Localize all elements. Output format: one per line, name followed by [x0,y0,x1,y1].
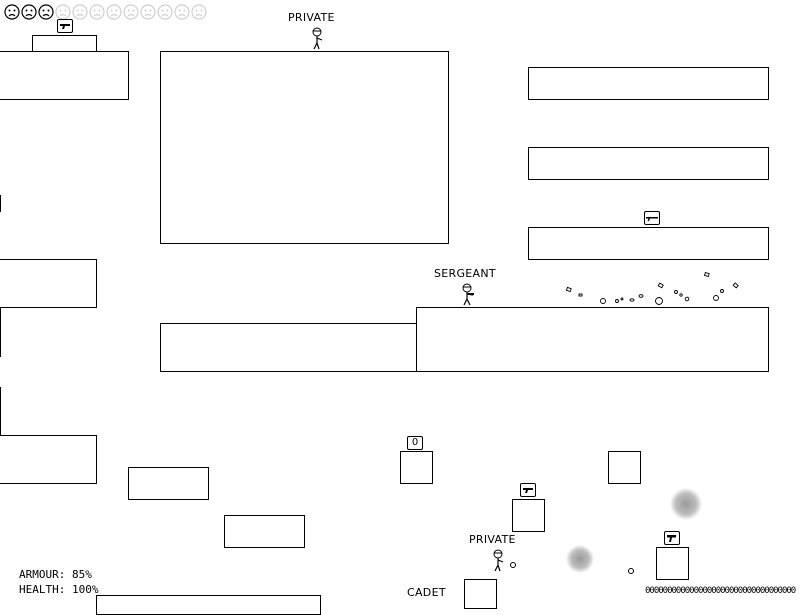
enemy-soldier-top[interactable] [309,27,325,51]
weapon-crate-center-low[interactable] [520,483,536,497]
faded-sad-face-icon [140,4,156,20]
platform-long-left [160,323,417,372]
shell-casings [565,271,739,305]
hud-armour: ARMOUR: 85% [19,568,92,581]
faded-sad-face-icon [106,4,122,20]
platform-right-2 [528,147,769,180]
bullet-small-1 [510,562,516,568]
rank-label-cadet: CADET [407,586,446,599]
sad-face-icon [4,4,20,20]
box-right-small [608,451,641,484]
box-weapon-stand-2 [656,547,689,580]
weapon-crate-top-left[interactable] [57,19,73,33]
floor-bottom-left [96,595,321,615]
weapon-crate-bottom-right[interactable] [664,531,680,545]
platform-left-mid [0,259,97,308]
faded-sad-face-icon [72,4,88,20]
pistol-icon [523,488,533,493]
faded-sad-face-icon [157,4,173,20]
sad-face-icon [21,4,37,20]
smoke-puff-2 [566,545,594,573]
rank-label-private-bottom: PRIVATE [469,533,516,546]
wall-left-edge-3 [0,387,1,437]
faded-sad-face-icon [123,4,139,20]
smoke-puff-1 [670,488,702,520]
wall-left-edge-2 [0,307,1,357]
box-weapon-stand-1 [512,499,545,532]
faded-sad-face-icon [174,4,190,20]
weapon-crate-right[interactable] [644,211,660,225]
box-bottom-center [464,579,497,609]
armour-label: ARMOUR: [19,568,66,581]
box-left-low-2 [224,515,305,548]
armour-value: 85% [71,568,92,581]
box-left-low-1 [128,467,209,500]
health-value: 100% [71,583,99,596]
health-label: HEALTH: [19,583,66,596]
enemy-soldier-bottom[interactable] [490,549,506,573]
sad-face-icon [38,4,54,20]
faded-sad-face-icon [191,4,207,20]
platform-top-center [160,51,449,244]
rank-label-sergeant: SERGEANT [434,267,496,280]
faded-sad-face-icon [55,4,71,20]
platform-long-right [416,307,769,372]
box-center-small [400,451,433,484]
wall-left-edge-1 [0,195,1,212]
hud-health: HEALTH: 100% [19,583,98,596]
ammo-counter: 0000000000000000000000000000000000 [645,586,796,596]
player-soldier[interactable] [459,283,475,307]
platform-right-3 [528,227,769,260]
platform-left-low [0,435,97,484]
rank-label-private-top: PRIVATE [288,11,335,24]
armour-crate[interactable]: 0 [407,436,423,450]
lives-indicator [4,4,207,20]
platform-right-1 [528,67,769,100]
platform-top-left-step [32,35,97,53]
platform-long-seam-cover [417,324,419,370]
shotgun-icon [646,217,658,221]
pistol-icon [60,24,70,29]
bullet-small-2 [628,568,634,574]
platform-top-left [0,51,129,100]
faded-sad-face-icon [89,4,105,20]
pistol-icon [667,535,676,542]
